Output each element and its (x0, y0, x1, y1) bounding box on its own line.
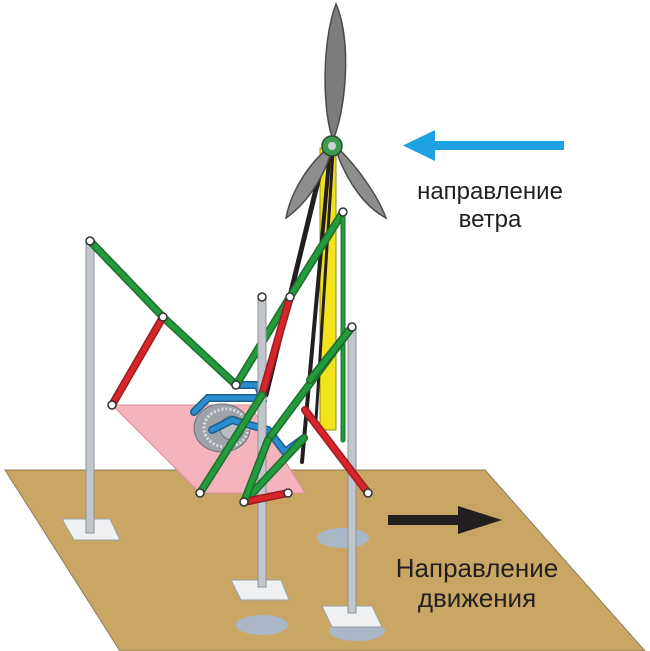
leg-linkage-left (86, 237, 240, 409)
arrow-right-icon (388, 506, 502, 534)
joint (158, 312, 168, 322)
joints (85, 207, 373, 507)
arrow-left-icon (403, 130, 564, 161)
motion-label-line1: Направление (395, 553, 559, 583)
motion-direction-label: Направление движения (372, 553, 582, 614)
joint (283, 488, 293, 498)
motion-label-line2: движения (417, 582, 537, 613)
joint (195, 488, 205, 498)
footprint (236, 615, 288, 635)
pole-base-plates (61, 518, 383, 628)
joint (338, 207, 348, 217)
wind-label-line1: направление (417, 178, 563, 205)
wind-label-line2: ветра (458, 205, 522, 233)
joint (239, 497, 249, 507)
joint (285, 292, 295, 302)
joint (347, 322, 357, 332)
footprint (317, 528, 369, 548)
joint (85, 236, 95, 246)
joint (231, 380, 241, 390)
propeller-icon (284, 2, 388, 220)
joint (107, 400, 117, 410)
joint (257, 292, 267, 302)
joint (363, 488, 373, 498)
leg-linkage-right (240, 323, 372, 506)
wind-direction-label: направление ветра (390, 178, 590, 233)
leg-pole-left (85, 238, 95, 534)
leg-linkage-middle (196, 293, 308, 506)
